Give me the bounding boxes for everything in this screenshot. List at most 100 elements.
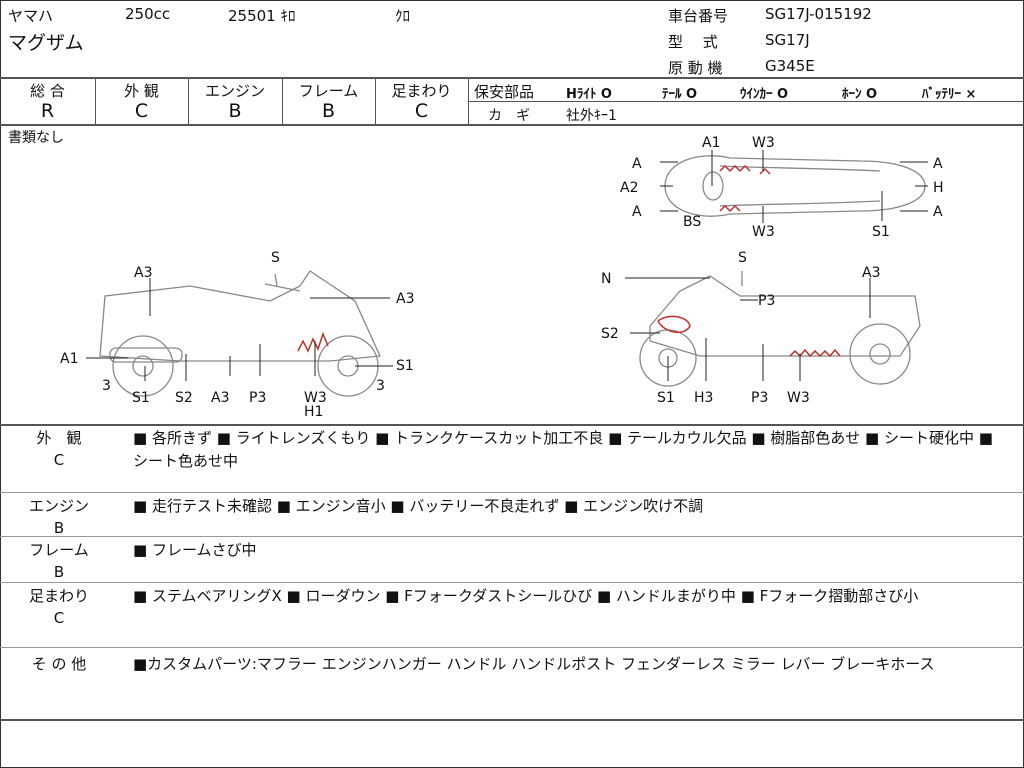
mileage: 25501 ｷﾛ [228,7,296,25]
type-label: 型 式 [668,33,718,51]
section-engine-text: ■ 走行テスト未確認 ■ エンジン音小 ■ バッテリー不良走れず ■ エンジン吹… [133,497,704,515]
label: S2 [601,326,619,342]
engine-model-label: 原 動 機 [668,59,723,77]
documents-note: 書類なし [8,130,64,146]
divider [0,719,1024,721]
label: H [933,180,944,196]
section-exterior-label: 外 観 C [14,427,104,471]
type-value: SG17J [765,31,810,49]
label: W3 [752,135,775,151]
label: 3 [376,378,385,394]
engine-model: G345E [765,57,815,75]
section-grade: C [53,609,65,627]
safety-headlight: Hﾗｲﾄ O [566,87,612,102]
label: S [271,250,280,266]
label: P3 [751,390,768,406]
divider [282,78,283,125]
label: 3 [102,378,111,394]
divider [0,124,1024,126]
section-suspension-text: ■ ステムベアリングX ■ ローダウン ■ Fフォークダストシールひび ■ ハン… [133,587,919,605]
grade-value-overall: R [40,100,55,122]
damage-marks [297,164,841,358]
label: S1 [396,358,414,374]
grade-value-exterior: C [134,100,149,122]
scooter-right-view [649,275,921,357]
label: P3 [758,293,775,309]
label: A2 [620,180,638,196]
label: A [933,204,943,220]
label: P3 [249,390,266,406]
section-grade: B [53,519,65,537]
divider [0,492,1024,493]
grade-label-suspension: 足まわり [391,82,452,100]
divider [468,78,469,125]
grade-value-frame: B [321,100,336,122]
safety-battery: ﾊﾞｯﾃﾘｰ × [922,87,977,102]
frame-number: SG17J-015192 [765,5,872,23]
divider [0,536,1024,537]
key-label: カ ギ [488,108,530,124]
color: ｸﾛ [395,7,411,25]
divider [0,647,1024,648]
label: S2 [175,390,193,406]
safety-taillight: ﾃｰﾙ O [662,87,698,102]
section-grade: C [53,451,65,469]
section-suspension-label: 足まわり C [14,585,104,629]
section-other-text: ■カスタムパーツ:マフラー エンジンハンガー ハンドル ハンドルポスト フェンダ… [133,655,935,673]
section-label: 外 観 [36,429,82,447]
section-engine-label: エンジン B [14,495,104,539]
key-value: 社外ｷｰ1 [566,108,617,124]
label: H1 [304,404,323,420]
divider [375,78,376,125]
section-label: フレーム [29,541,89,559]
safety-parts-label: 保安部品 [474,83,535,101]
divider [0,77,1024,79]
model-name: マグザム [8,32,84,54]
section-label: 足まわり [28,587,89,605]
damage-diagram: A1 W3 A A A2 H A A BS W3 S1 S A3 A3 A1 3… [60,135,944,420]
displacement: 250cc [125,5,171,23]
grade-label-exterior: 外 観 [124,82,159,100]
label: S [738,250,747,266]
section-other-label: そ の 他 [14,653,104,675]
divider [95,78,96,125]
label: H3 [694,390,713,406]
section-label: エンジン [28,497,89,515]
grade-value-suspension: C [414,100,429,122]
label: W3 [752,224,775,240]
label: N [601,271,611,287]
label: W3 [304,390,327,406]
section-exterior-text: ■ 各所きず ■ ライトレンズくもり ■ トランクケースカット加工不良 ■ テー… [133,429,993,470]
divider [468,101,1024,102]
grade-label-engine: エンジン [204,82,265,100]
grade-label-overall: 総 合 [30,82,65,100]
label: S1 [657,390,675,406]
label: W3 [787,390,810,406]
section-frame-text: ■ フレームさび中 [133,541,257,559]
grade-value-engine: B [228,100,242,122]
section-grade: B [53,563,65,581]
divider [188,78,189,125]
section-label: そ の 他 [31,655,87,673]
divider [0,582,1024,583]
label: A [933,156,943,172]
frame-number-label: 車台番号 [668,7,729,25]
maker: ヤマハ [8,7,54,25]
label: S1 [132,390,150,406]
label: A [632,204,642,220]
scooter-top-view [664,155,926,217]
label: A3 [862,265,880,281]
safety-winker: ｳｲﾝｶｰ O [740,87,789,102]
label: A3 [211,390,229,406]
label: A3 [396,291,414,307]
label: A [632,156,642,172]
divider [0,424,1024,426]
grade-label-frame: フレーム [298,82,359,100]
label: A1 [60,351,78,367]
safety-horn: ﾎｰﾝ O [842,87,878,102]
label: A1 [702,135,720,151]
label: A3 [134,265,152,281]
section-frame-label: フレーム B [14,539,104,583]
label: BS [683,214,701,230]
label: S1 [872,224,890,240]
